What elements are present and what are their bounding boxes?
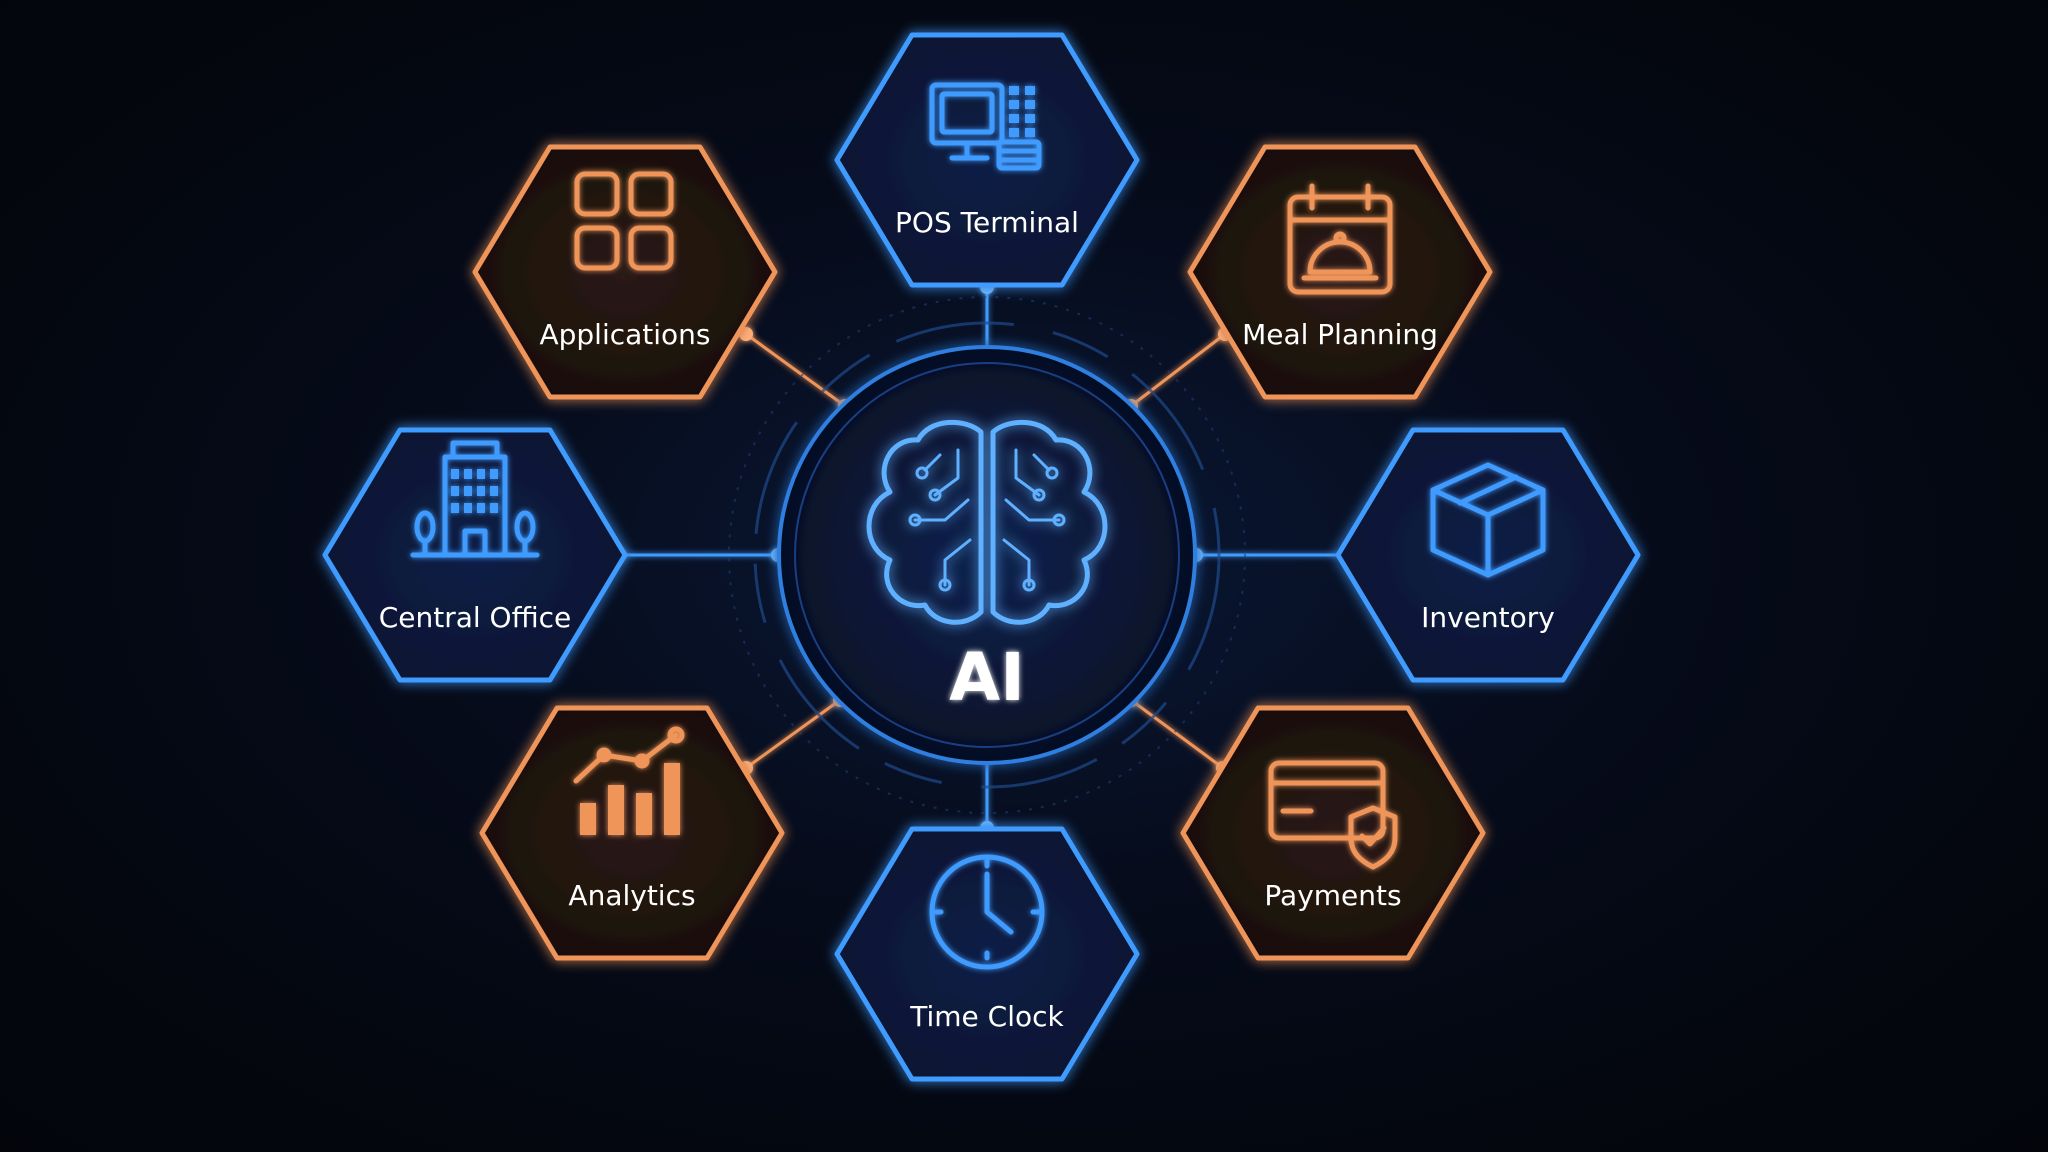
node-central-office[interactable]: Central Office xyxy=(322,427,628,683)
node-meal-planning[interactable]: Meal Planning xyxy=(1187,144,1493,400)
node-pos-terminal[interactable]: POS Terminal xyxy=(834,32,1140,288)
box-icon xyxy=(1430,462,1546,578)
node-label: Meal Planning xyxy=(1242,318,1438,351)
clock-icon xyxy=(929,854,1045,970)
node-time-clock[interactable]: Time Clock xyxy=(834,826,1140,1082)
brain-circuit-icon xyxy=(866,419,1108,625)
node-label: POS Terminal xyxy=(895,206,1079,239)
connector-applications xyxy=(739,327,852,413)
connector-inventory xyxy=(1189,548,1357,562)
connector-meal-planning xyxy=(1124,327,1232,413)
node-label: Central Office xyxy=(379,601,572,634)
node-inventory[interactable]: Inventory xyxy=(1335,427,1641,683)
node-label: Payments xyxy=(1264,879,1401,912)
connector-analytics xyxy=(739,693,847,775)
node-applications[interactable]: Applications xyxy=(472,144,778,400)
connector-central-office xyxy=(611,548,785,562)
node-label: Time Clock xyxy=(909,1000,1064,1033)
node-label: Applications xyxy=(539,318,710,351)
hexagon-frame xyxy=(1180,705,1486,961)
node-label: Analytics xyxy=(568,879,695,912)
node-analytics[interactable]: Analytics xyxy=(479,705,785,961)
node-label: Inventory xyxy=(1421,601,1555,634)
hexagon-frame xyxy=(472,144,778,400)
hexagon-frame xyxy=(479,705,785,961)
office-building-icon xyxy=(410,440,540,558)
bar-chart-icon xyxy=(573,726,685,835)
calendar-cloche-icon xyxy=(1287,183,1393,295)
ai-hub: AI xyxy=(728,296,1246,814)
credit-card-shield-icon xyxy=(1268,760,1398,870)
center-label: AI xyxy=(949,639,1025,716)
app-grid-icon xyxy=(574,171,674,271)
node-payments[interactable]: Payments xyxy=(1180,705,1486,961)
pos-terminal-icon xyxy=(929,82,1042,171)
